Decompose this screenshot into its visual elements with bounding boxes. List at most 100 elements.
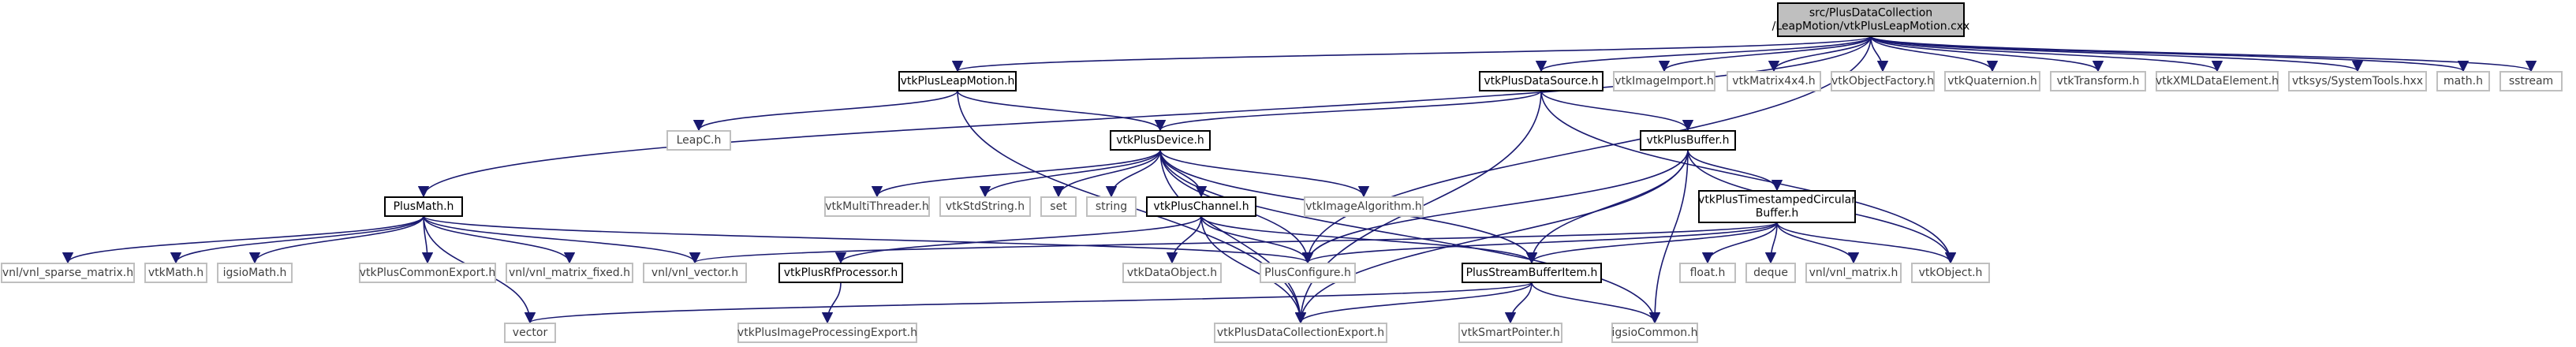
node-igsiocommon-box	[1611, 323, 1698, 343]
node-plusconfigure-box	[1260, 263, 1356, 283]
edge-buffer-to-dcexport	[1294, 149, 1689, 324]
node-imageprocexport: vtkPlusImageProcessingExport.h	[737, 323, 917, 343]
node-imagealgorithm: vtkImageAlgorithm.h	[1304, 196, 1424, 217]
edge-circbuffer-to-vnlmatrix	[1776, 222, 1860, 264]
node-vtkmath-box	[144, 263, 207, 283]
node-dcexport-label: vtkPlusDataCollectionExport.h	[1217, 326, 1384, 339]
node-vtkobject-box	[1911, 263, 1990, 283]
node-channel[interactable]: vtkPlusChannel.h	[1146, 196, 1256, 217]
node-vnlvector-label: vnl/vnl_vector.h	[651, 267, 738, 279]
node-plusconfigure-label: PlusConfigure.h	[1264, 267, 1351, 279]
edge-device-to-igsiocommon	[1159, 149, 1661, 324]
edge-datasource-to-buffer	[1540, 90, 1694, 132]
node-root-label: /LeapMotion/vtkPlusLeapMotion.cxx	[1772, 21, 1970, 33]
node-objectfactory-box	[1831, 71, 1935, 91]
edge-datasource-to-vtkobject	[1540, 90, 1957, 264]
node-smartpointer-box	[1458, 323, 1562, 343]
node-dataobject-label: vtkDataObject.h	[1127, 267, 1217, 279]
node-leapc-box	[666, 130, 731, 151]
edge-root-to-systemtools	[1870, 35, 2363, 73]
node-dataobject-box	[1122, 263, 1222, 283]
node-streambufferitem-label: PlusStreamBufferItem.h	[1466, 267, 1598, 279]
node-vnlmatrix-box	[1805, 263, 1902, 283]
edge-device-to-stdstring	[979, 149, 1161, 198]
node-root[interactable]: src/PlusDataCollection/LeapMotion/vtkPlu…	[1772, 2, 1970, 37]
node-vtkmath-label: vtkMath.h	[148, 267, 203, 279]
edge-leapmotion-to-device	[957, 90, 1167, 132]
edge-datasource-to-device	[1155, 90, 1542, 132]
edge-device-to-multithreader	[871, 149, 1161, 198]
node-streambufferitem[interactable]: PlusStreamBufferItem.h	[1462, 263, 1602, 283]
node-deque-label: deque	[1753, 267, 1788, 279]
node-matrix4x4: vtkMatrix4x4.h	[1727, 71, 1821, 91]
node-imagealgorithm-label: vtkImageAlgorithm.h	[1305, 200, 1422, 213]
node-buffer[interactable]: vtkPlusBuffer.h	[1640, 130, 1736, 151]
node-plusconfigure: PlusConfigure.h	[1260, 263, 1356, 283]
node-buffer-label: vtkPlusBuffer.h	[1647, 134, 1730, 147]
node-xmldataelement: vtkXMLDataElement.h	[2156, 71, 2279, 91]
node-sstream-box	[2499, 71, 2563, 91]
edge-buffer-to-streambufferitem	[1525, 149, 1689, 264]
edge-plusmath-to-vnlvector	[423, 215, 701, 264]
node-commonexport: vtkPlusCommonExport.h	[359, 263, 496, 283]
node-channel-label: vtkPlusChannel.h	[1153, 200, 1249, 213]
node-rfprocessor-label: vtkPlusRfProcessor.h	[784, 267, 898, 279]
edge-root-to-xmldataelement	[1870, 35, 2223, 73]
node-imageprocexport-label: vtkPlusImageProcessingExport.h	[737, 326, 917, 339]
node-dataobject: vtkDataObject.h	[1122, 263, 1222, 283]
edge-root-to-plusmath	[418, 35, 1872, 198]
edge-root-to-transform	[1870, 35, 2104, 73]
node-rfprocessor[interactable]: vtkPlusRfProcessor.h	[778, 263, 903, 283]
node-igsiomath-box	[217, 263, 293, 283]
edge-device-to-imagealgorithm	[1159, 149, 1370, 198]
node-igsiomath: igsioMath.h	[217, 263, 293, 283]
edge-device-to-set	[1052, 149, 1161, 198]
node-vtkobject: vtkObject.h	[1911, 263, 1990, 283]
edge-buffer-to-plusconfigure	[1301, 149, 1689, 264]
edge-root-to-quaternion	[1870, 35, 1999, 73]
node-systemtools-box	[2288, 71, 2427, 91]
node-transform-label: vtkTransform.h	[2057, 75, 2140, 88]
node-vector: vector	[504, 323, 556, 343]
node-vnlmatrix: vnl/vnl_matrix.h	[1805, 263, 1902, 283]
node-dcexport: vtkPlusDataCollectionExport.h	[1214, 323, 1387, 343]
edge-channel-to-dcexport	[1200, 215, 1307, 324]
edge-circbuffer-to-vnlvector	[689, 222, 1778, 264]
node-circbuffer-box	[1698, 190, 1856, 223]
node-multithreader: vtkMultiThreader.h	[824, 196, 930, 217]
edge-root-to-datasource	[1536, 35, 1872, 73]
node-transform: vtkTransform.h	[2050, 71, 2146, 91]
node-deque: deque	[1745, 263, 1796, 283]
edge-device-to-dcexport	[1159, 149, 1307, 324]
node-vnlvector: vnl/vnl_vector.h	[643, 263, 747, 283]
node-stdstring: vtkStdString.h	[939, 196, 1031, 217]
node-vtkmath: vtkMath.h	[144, 263, 207, 283]
node-stdstring-box	[939, 196, 1031, 217]
node-circbuffer-label: vtkPlusTimestampedCircular	[1698, 194, 1856, 207]
node-sparsematrix-box	[1, 263, 135, 283]
node-vnlvector-box	[643, 263, 747, 283]
node-datasource[interactable]: vtkPlusDataSource.h	[1479, 71, 1603, 91]
edge-streambufferitem-to-smartpointer	[1504, 282, 1533, 324]
node-commonexport-label: vtkPlusCommonExport.h	[360, 267, 496, 279]
edge-streambufferitem-to-vector	[525, 282, 1533, 324]
node-deque-box	[1745, 263, 1796, 283]
node-plusmath[interactable]: PlusMath.h	[384, 196, 463, 217]
node-vtkobject-label: vtkObject.h	[1919, 267, 1983, 279]
edge-channel-to-rfprocessor	[835, 215, 1202, 264]
node-set-box	[1040, 196, 1077, 217]
node-dcexport-box	[1214, 323, 1387, 343]
node-string-label: string	[1096, 200, 1127, 213]
edge-channel-to-dataobject	[1166, 215, 1202, 264]
node-objectfactory-label: vtkObjectFactory.h	[1831, 75, 1934, 88]
node-leapmotion[interactable]: vtkPlusLeapMotion.h	[898, 71, 1017, 91]
node-systemtools: vtksys/SystemTools.hxx	[2288, 71, 2427, 91]
node-quaternion-label: vtkQuaternion.h	[1947, 75, 2037, 88]
node-streambufferitem-box	[1462, 263, 1602, 283]
node-device[interactable]: vtkPlusDevice.h	[1110, 130, 1211, 151]
node-set-label: set	[1050, 200, 1067, 213]
node-stdstring-label: vtkStdString.h	[946, 200, 1025, 213]
edge-circbuffer-to-floath	[1701, 222, 1778, 264]
